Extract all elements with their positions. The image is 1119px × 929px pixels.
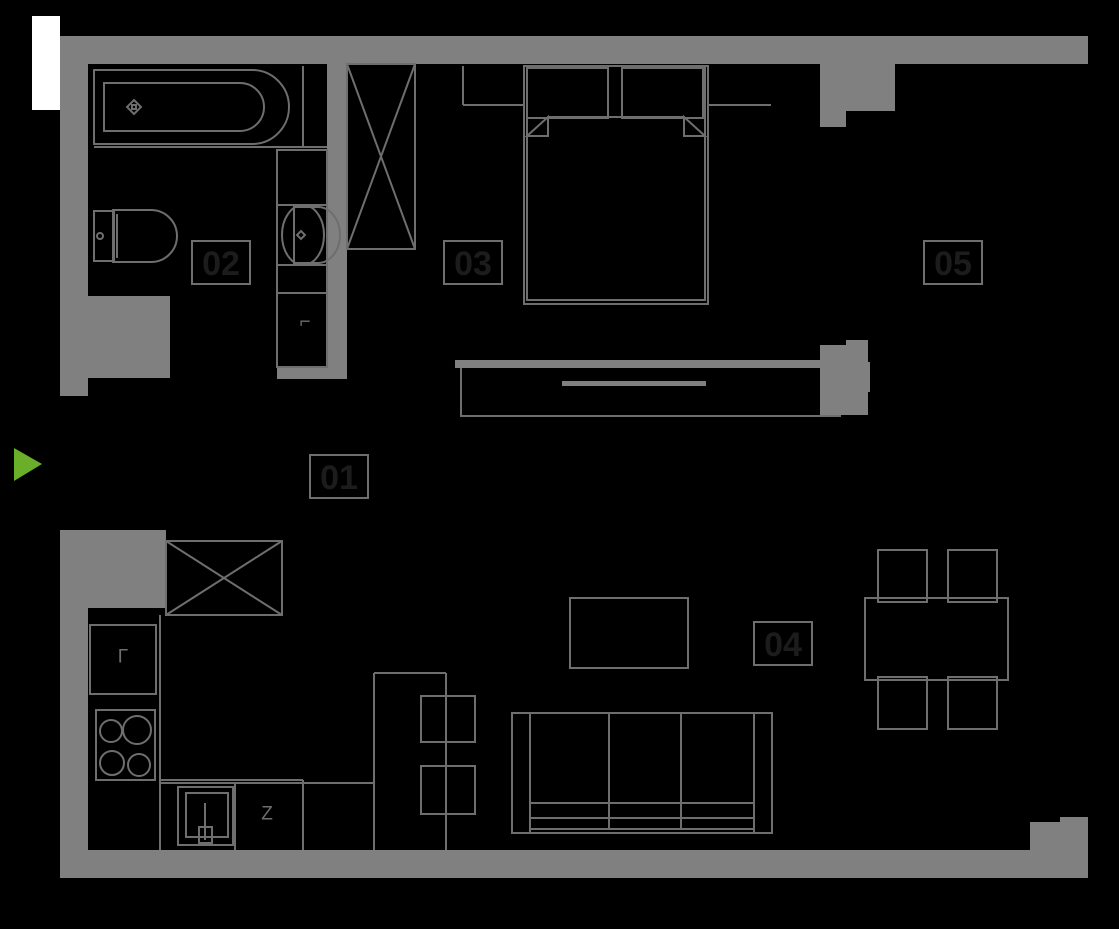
balcony-railing-bar	[455, 360, 841, 368]
wall-top	[60, 36, 1088, 64]
cooktop	[95, 709, 156, 781]
bed-mattress	[523, 65, 709, 305]
wall-bottom-right-step-lip	[1060, 817, 1088, 825]
sofa-frame	[511, 712, 773, 834]
balcony-deck-outline	[460, 368, 841, 417]
room-label-04-text: 04	[764, 626, 802, 664]
wall-top-right-notch	[820, 111, 846, 127]
dining-table	[864, 597, 1009, 681]
room-label-03-text: 03	[454, 245, 492, 283]
bed-pillow-left	[526, 67, 609, 119]
window-opening-marker	[32, 16, 60, 110]
living-fixtures	[511, 549, 1009, 834]
sofa-arm-left	[511, 712, 531, 834]
toilet-cistern	[93, 210, 115, 262]
sofa-arm-right	[753, 712, 773, 834]
dining-chair-bottom-left	[877, 676, 928, 730]
room-label-01[interactable]: 01	[309, 454, 369, 499]
cooktop-burner-2	[122, 715, 152, 745]
room-label-04-box[interactable]	[753, 621, 813, 666]
wall-balcony-pier-cap	[846, 340, 868, 350]
room-label-04[interactable]: 04	[753, 621, 813, 666]
dining-chair-top-right	[947, 549, 998, 603]
room-label-05-text: 05	[934, 245, 972, 283]
entry-direction-arrow[interactable]	[14, 448, 42, 481]
room-label-02-box[interactable]	[191, 240, 251, 285]
balcony-fixtures	[455, 360, 841, 417]
kitchen-counter	[159, 615, 304, 850]
washbasin-drain-icon	[295, 229, 307, 241]
wall-balcony-pier-notch	[860, 362, 870, 392]
kitchen-fixtures	[89, 540, 476, 850]
bathtub-inner	[103, 82, 265, 132]
bathroom-fixtures	[93, 66, 341, 368]
room-label-05-box[interactable]	[923, 240, 983, 285]
balcony-rail-detail	[562, 381, 706, 386]
room-label-03-box[interactable]	[443, 240, 503, 285]
walls-group	[60, 36, 1088, 878]
dishwasher-glyph: Z	[261, 804, 273, 825]
cooktop-burner-3	[99, 750, 125, 776]
wall-cabinet-x-2	[165, 540, 283, 616]
kitchen-sink-basin	[185, 792, 229, 838]
room-label-03[interactable]: 03	[443, 240, 503, 285]
vanity-unit	[276, 149, 328, 368]
room-label-02[interactable]: 02	[191, 240, 251, 285]
bathtub-drain-dot	[131, 104, 137, 110]
wall-bathroom-bottom-tail	[88, 366, 170, 378]
wall-bathroom-partition	[327, 64, 347, 367]
dining-chair-top-left	[877, 549, 928, 603]
nightstand-left	[462, 66, 524, 106]
wall-bathroom-bottom-lip	[60, 366, 88, 396]
wall-cabinet	[165, 540, 283, 616]
room-label-02-text: 02	[202, 245, 240, 283]
washbasin-bowl-inner	[293, 206, 341, 264]
room-label-01-text: 01	[320, 459, 358, 497]
kitchen-island	[373, 672, 447, 850]
wall-left-lower	[60, 530, 88, 878]
wall-bottom	[60, 850, 1088, 878]
kitchen-sink	[177, 786, 234, 846]
bathtub-drain-icon	[125, 98, 143, 116]
bed-duvet-fold-right	[683, 114, 708, 137]
wc-glyph: ⌐	[299, 312, 310, 333]
tv-console	[569, 597, 689, 669]
bed-duvet-fold-left	[524, 114, 549, 137]
room-label-05[interactable]: 05	[923, 240, 983, 285]
wall-top-right-step	[820, 64, 895, 111]
dining-chair-bottom-right	[947, 676, 998, 730]
washbasin-bowl	[281, 204, 325, 266]
bathtub-outer	[93, 69, 290, 145]
bar-stool-upper	[420, 695, 476, 743]
wall-bottom-right-step	[1030, 822, 1088, 850]
wall-bathroom-bottom	[60, 296, 170, 366]
bed-pillow-right	[621, 67, 704, 119]
toilet-bowl	[112, 209, 178, 263]
bedroom-fixtures	[346, 63, 771, 305]
wardrobe-x-2	[346, 63, 416, 250]
fridge-glyph: Γ	[118, 647, 128, 668]
wall-bathroom-door-head	[277, 367, 347, 379]
room-label-01-box[interactable]	[309, 454, 369, 499]
wall-kitchen-top-return	[88, 530, 166, 608]
bed-mattress-inner	[526, 65, 706, 301]
bar-stool-lower	[420, 765, 476, 815]
cooktop-burner-4	[127, 753, 151, 777]
toilet-flush-icon	[96, 232, 104, 240]
nightstand-right	[707, 66, 771, 106]
kitchen-sink-faucet	[198, 803, 213, 844]
wardrobe	[346, 63, 416, 250]
cooktop-burner-1	[99, 719, 123, 743]
